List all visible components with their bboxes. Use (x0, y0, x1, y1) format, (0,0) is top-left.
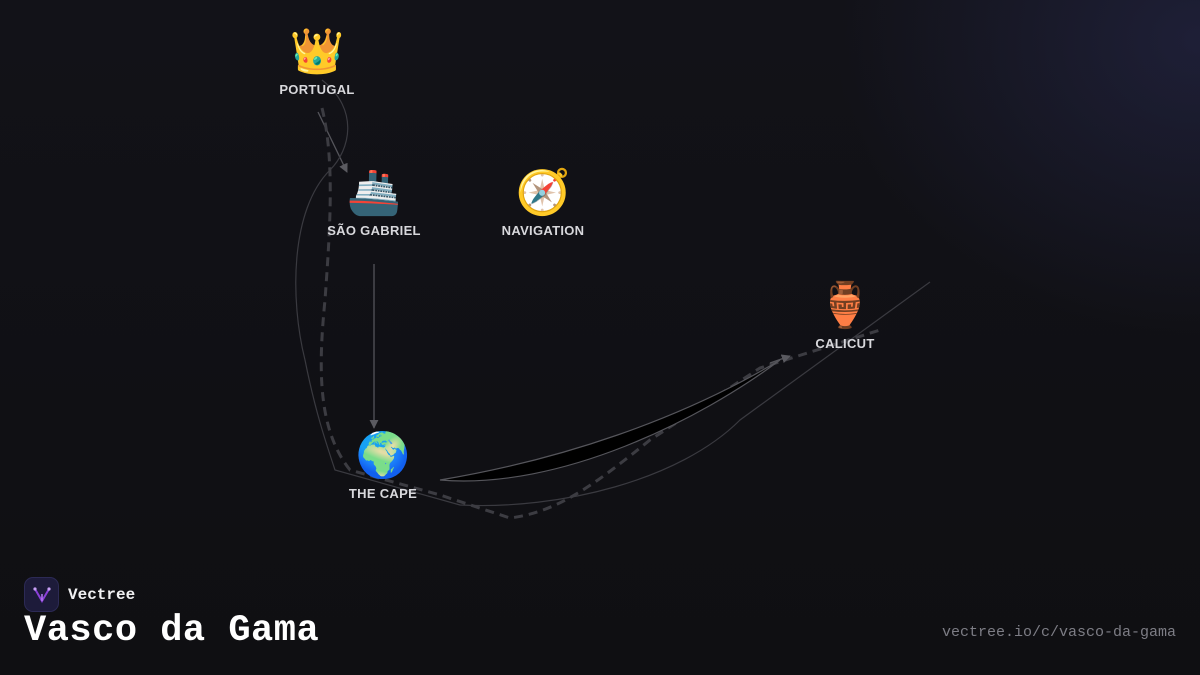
brand: Vectree (24, 577, 135, 612)
page-url[interactable]: vectree.io/c/vasco-da-gama (941, 624, 1176, 641)
edge-voyage-route (319, 107, 881, 520)
vectree-logo-icon (24, 577, 59, 612)
crown-icon: 👑 (289, 26, 345, 77)
node-calicut[interactable]: 🏺 CALICUT (775, 280, 915, 351)
node-portugal[interactable]: 👑 PORTUGAL (247, 26, 387, 97)
edge-cape-calicut-arrow (769, 354, 791, 364)
edge-portugal-sao-gabriel (317, 111, 348, 173)
node-label-navigation: NAVIGATION (501, 223, 585, 238)
node-the-cape[interactable]: 🌍 THE CAPE (313, 430, 453, 501)
amphora-icon: 🏺 (817, 280, 873, 331)
brand-name: Vectree (68, 585, 136, 604)
node-navigation[interactable]: 🧭 NAVIGATION (473, 167, 613, 238)
compass-icon: 🧭 (515, 167, 571, 218)
ship-icon: 🚢 (346, 167, 402, 218)
node-label-sao-gabriel: SÃO GABRIEL (327, 223, 421, 238)
node-label-portugal: PORTUGAL (279, 82, 355, 97)
edge-cape-calicut-sweep (439, 359, 781, 482)
node-sao-gabriel[interactable]: 🚢 SÃO GABRIEL (304, 167, 444, 238)
node-label-calicut: CALICUT (815, 336, 875, 351)
edge-portugal-loop (295, 79, 931, 507)
node-label-the-cape: THE CAPE (348, 486, 418, 501)
globe-icon: 🌍 (355, 430, 411, 481)
page-title: Vasco da Gama (24, 610, 320, 652)
